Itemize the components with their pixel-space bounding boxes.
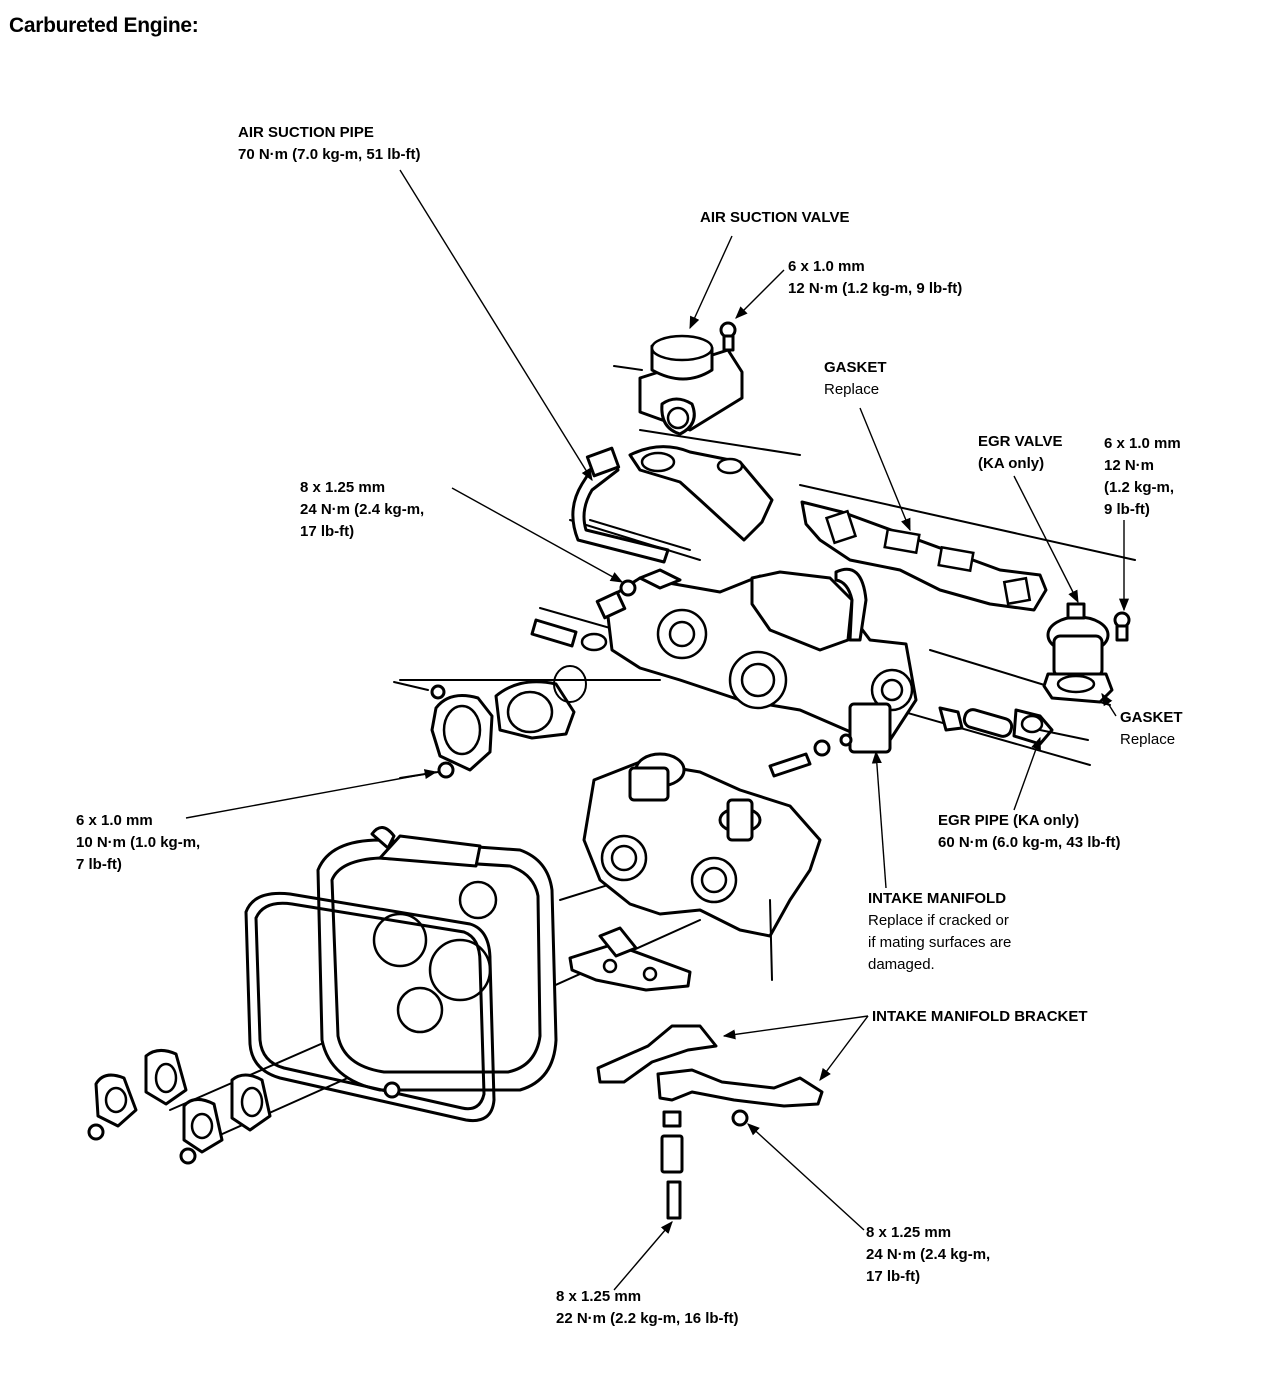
valve-cover-gasket-part: [244, 891, 496, 1123]
page-title: Carbureted Engine:: [9, 14, 199, 37]
callout-intake-manifold-bracket: INTAKE MANIFOLD BRACKET: [872, 1006, 1088, 1028]
manifold-gasket-part: [800, 500, 1048, 612]
manifold-stud-part: [768, 733, 853, 778]
size-bolt-manifold-upper: 8 x 1.25 mm: [300, 479, 386, 496]
torque-bolt-asv: 12 N·m (1.2 kg-m, 9 lb-ft): [788, 280, 963, 297]
label-egr-pipe: EGR PIPE (KA only): [938, 812, 1080, 829]
note-intake-manifold-line4: damaged.: [868, 956, 935, 973]
insulator-part: [393, 665, 587, 779]
callout-air-suction-pipe: AIR SUCTION PIPE 70 N·m (7.0 kg-m, 51 lb…: [238, 122, 421, 166]
callout-bolt-manifold-upper: 8 x 1.25 mm 24 N·m (2.4 kg-m, 17 lb-ft): [300, 477, 424, 543]
callout-bolt-bottom: 8 x 1.25 mm 22 N·m (2.2 kg-m, 16 lb-ft): [556, 1286, 739, 1330]
torque-bolt-left-line3: 7 lb-ft): [76, 856, 122, 873]
callout-air-suction-valve: AIR SUCTION VALVE: [700, 207, 849, 229]
callout-egr-valve: EGR VALVE (KA only): [978, 431, 1062, 475]
callout-egr-pipe: EGR PIPE (KA only) 60 N·m (6.0 kg-m, 43 …: [938, 810, 1121, 854]
label-intake-manifold-bracket: INTAKE MANIFOLD BRACKET: [872, 1008, 1088, 1025]
label-intake-manifold: INTAKE MANIFOLD: [868, 890, 1007, 907]
vacuum-hose-left: [530, 618, 608, 652]
carburetor-part: [582, 752, 822, 981]
note-gasket-lower: Replace: [1120, 731, 1176, 748]
callout-bolt-egr: 6 x 1.0 mm 12 N·m (1.2 kg-m, 9 lb-ft): [1104, 433, 1181, 521]
air-suction-valve-part: [613, 321, 744, 436]
torque-bolt-bracket-line2: 24 N·m (2.4 kg-m,: [866, 1246, 991, 1263]
note-egr-valve: (KA only): [978, 455, 1045, 472]
callout-gasket-lower: GASKET Replace: [1120, 707, 1183, 751]
torque-bolt-manifold-upper-line2: 24 N·m (2.4 kg-m,: [300, 501, 425, 518]
torque-bolt-egr-line3: (1.2 kg-m,: [1104, 479, 1175, 496]
torque-bolt-left-line2: 10 N·m (1.0 kg-m,: [76, 834, 201, 851]
size-bolt-asv: 6 x 1.0 mm: [788, 258, 865, 275]
cylinder-head-part: [316, 826, 558, 1092]
label-gasket-upper: GASKET: [824, 359, 887, 376]
intake-manifold-part: [595, 567, 918, 754]
callout-gasket-upper: GASKET Replace: [824, 357, 887, 401]
callout-bolt-left: 6 x 1.0 mm 10 N·m (1.0 kg-m, 7 lb-ft): [76, 810, 200, 876]
size-bolt-left: 6 x 1.0 mm: [76, 812, 153, 829]
note-intake-manifold-line2: Replace if cracked or: [868, 912, 1009, 929]
label-air-suction-pipe: AIR SUCTION PIPE: [238, 124, 374, 141]
torque-bolt-manifold-upper-line3: 17 lb-ft): [300, 523, 355, 540]
egr-valve-part: [1042, 602, 1131, 704]
air-suction-gasket-part: [628, 429, 801, 542]
label-gasket-lower: GASKET: [1120, 709, 1183, 726]
torque-egr-pipe: 60 N·m (6.0 kg-m, 43 lb-ft): [938, 834, 1121, 851]
size-bolt-bracket: 8 x 1.25 mm: [866, 1224, 952, 1241]
torque-air-suction-pipe: 70 N·m (7.0 kg-m, 51 lb-ft): [238, 146, 421, 163]
size-bolt-bottom: 8 x 1.25 mm: [556, 1288, 642, 1305]
air-suction-pipe-part: [571, 446, 691, 564]
size-bolt-egr: 6 x 1.0 mm: [1104, 435, 1181, 452]
egr-pipe-part: [938, 706, 1089, 746]
callout-bolt-asv: 6 x 1.0 mm 12 N·m (1.2 kg-m, 9 lb-ft): [788, 256, 962, 300]
label-egr-valve: EGR VALVE: [978, 433, 1063, 450]
torque-bolt-egr-line4: 9 lb-ft): [1104, 501, 1150, 518]
callout-intake-manifold: INTAKE MANIFOLD Replace if cracked or if…: [868, 888, 1011, 976]
leader-lines: [185, 169, 1130, 1291]
intake-manifold-bracket-part: [596, 1024, 824, 1220]
torque-bolt-bottom: 22 N·m (2.2 kg-m, 16 lb-ft): [556, 1310, 739, 1327]
note-intake-manifold-line3: if mating surfaces are: [868, 934, 1012, 951]
manifold-base-plate-part: [568, 926, 692, 992]
label-air-suction-valve: AIR SUCTION VALVE: [700, 209, 850, 226]
callout-bolt-bracket: 8 x 1.25 mm 24 N·m (2.4 kg-m, 17 lb-ft): [866, 1222, 990, 1288]
note-gasket-upper: Replace: [824, 381, 880, 398]
exhaust-flange-part: [87, 1049, 401, 1165]
torque-bolt-bracket-line3: 17 lb-ft): [866, 1268, 921, 1285]
torque-bolt-egr-line2: 12 N·m: [1104, 457, 1155, 474]
